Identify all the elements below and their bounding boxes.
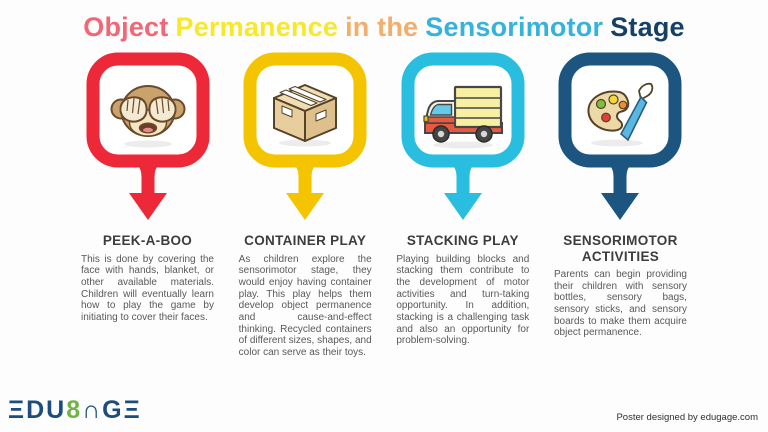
cardboard-box-icon <box>273 84 338 147</box>
delivery-truck-icon <box>423 85 503 149</box>
title-word-object: Object <box>83 12 169 42</box>
card-sensorimotor-activities: SENSORIMOTOR ACTIVITIES Parents can begi… <box>543 51 698 359</box>
title-word-in-the: in the <box>345 12 419 42</box>
yellow-bubble-arrow <box>243 52 367 220</box>
card-stacking-play: STACKING PLAY Playing building blocks an… <box>385 51 540 359</box>
title-word-sensorimotor: Sensorimotor <box>425 12 604 42</box>
card-container-play: CONTAINER PLAY As children explore the s… <box>228 51 383 359</box>
card-body: This is done by covering the face with h… <box>81 253 214 323</box>
navy-bubble-arrow <box>558 52 682 220</box>
card-heading: PEEK-A-BOO <box>102 233 193 248</box>
card-body: As children explore the sensorimotor sta… <box>238 253 372 359</box>
card-heading: STACKING PLAY <box>406 233 519 248</box>
card-heading: SENSORIMOTOR ACTIVITIES <box>563 233 678 264</box>
logo-text-eight: 8 <box>66 396 83 424</box>
paint-palette-icon <box>587 82 654 147</box>
credit-text: Poster designed by edugage.com <box>616 412 758 423</box>
cyan-bubble-arrow <box>401 52 525 220</box>
card-body: Parents can begin providing their childr… <box>553 269 687 339</box>
edugage-logo: ΞDU8∩GΞ <box>8 396 142 425</box>
title-word-permanence: Permanence <box>175 12 339 42</box>
cards-row: PEEK-A-BOO This is done by covering the … <box>70 51 698 359</box>
card-heading: CONTAINER PLAY <box>244 233 367 248</box>
card-peek-a-boo: PEEK-A-BOO This is done by covering the … <box>70 51 225 359</box>
logo-text-prefix: ΞDU <box>8 396 67 424</box>
logo-text-suffix: ∩GΞ <box>82 396 142 424</box>
card-body: Playing building blocks and stacking the… <box>396 253 530 347</box>
title-word-stage: Stage <box>610 12 685 42</box>
monkey-see-no-evil-icon <box>110 85 185 148</box>
red-bubble-arrow <box>86 52 209 220</box>
